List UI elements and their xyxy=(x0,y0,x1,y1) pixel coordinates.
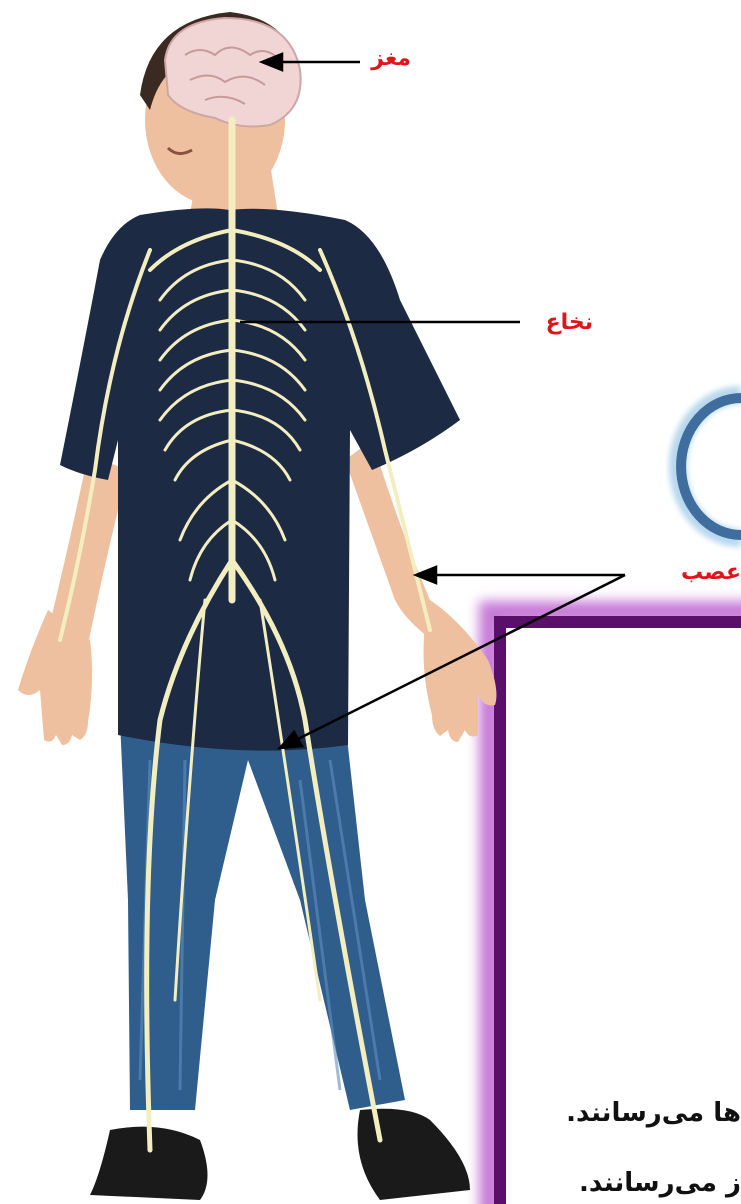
label-nerve: عصب xyxy=(681,562,741,584)
blue-circle-decoration xyxy=(678,395,741,538)
caption-line-2: ز می‌رسانند. xyxy=(579,1170,741,1196)
label-spinal-cord: نخاع xyxy=(546,312,593,334)
boy-illustration xyxy=(18,12,496,1200)
t-shirt xyxy=(60,208,460,750)
caption-line-1: ها می‌رسانند. xyxy=(566,1100,741,1126)
arrow-brain xyxy=(262,54,360,70)
left-arm xyxy=(52,455,128,645)
arrow-nerve-arm xyxy=(416,567,625,583)
label-brain: مغز xyxy=(371,48,411,70)
